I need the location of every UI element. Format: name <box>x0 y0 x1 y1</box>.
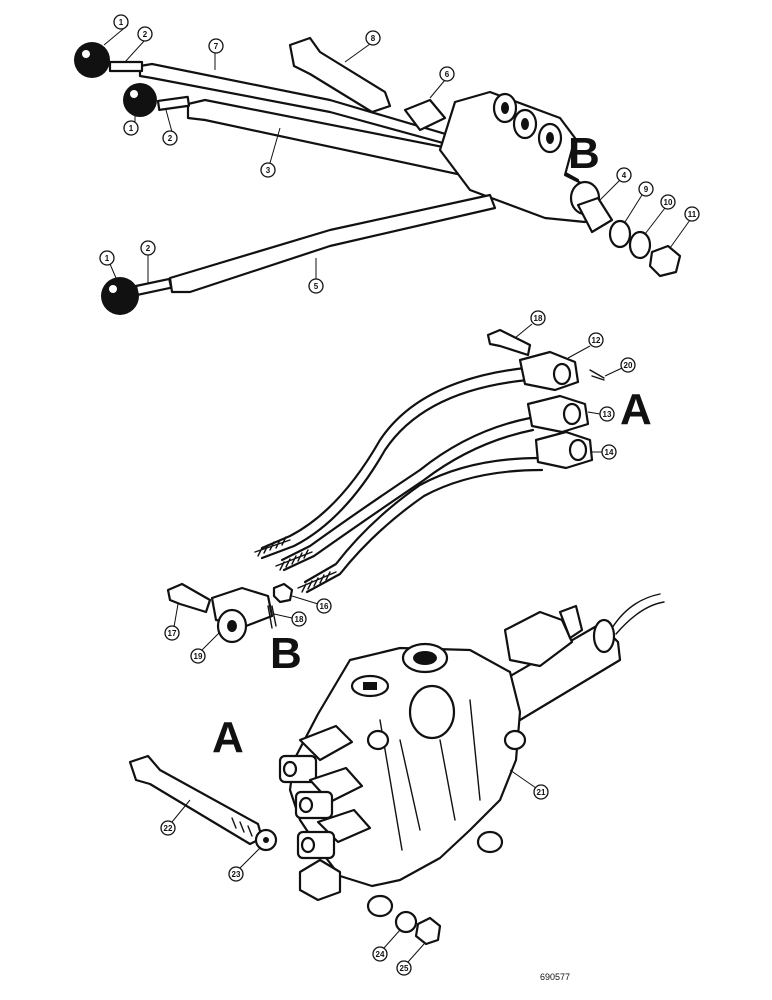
mounting-ear-right-upper <box>503 729 527 751</box>
callout-6: 6 <box>445 70 450 79</box>
stud-2-middle <box>156 95 191 112</box>
callouts-valve: 21 22 23 24 25 A <box>160 713 549 976</box>
bolt-22 <box>128 754 264 846</box>
callout-3: 3 <box>266 166 271 175</box>
callout-9: 9 <box>644 185 649 194</box>
callout-1b: 1 <box>129 124 134 133</box>
bolt-17 <box>166 582 212 614</box>
washer-24 <box>394 910 418 934</box>
callout-19: 19 <box>194 652 203 661</box>
wire-lead-2 <box>615 601 665 635</box>
bolt-8 <box>288 36 392 114</box>
washer-10 <box>628 230 652 260</box>
callout-2a: 2 <box>143 30 148 39</box>
callouts-top: 1 2 7 8 6 1 2 3 4 9 10 11 <box>99 14 700 294</box>
callout-7: 7 <box>214 42 219 51</box>
callout-14: 14 <box>605 448 614 457</box>
wire-lead-1 <box>611 593 661 629</box>
callout-2c: 2 <box>146 244 151 253</box>
section-letter-a-valve: A <box>212 713 244 762</box>
callout-1c: 1 <box>105 254 110 263</box>
mounting-ear-bottom <box>366 894 394 918</box>
callout-22: 22 <box>164 824 173 833</box>
callout-23: 23 <box>232 870 241 879</box>
lever-assembly <box>74 36 682 315</box>
spool-end-upper <box>278 724 354 784</box>
solenoid-fitting <box>503 610 574 668</box>
callout-8: 8 <box>371 34 376 43</box>
cotter-pin-18 <box>267 605 277 629</box>
callout-1a: 1 <box>119 18 124 27</box>
clevis-group-b <box>166 582 294 644</box>
callout-10: 10 <box>664 198 673 207</box>
spacer-6 <box>403 98 447 132</box>
spool-end-lower <box>296 808 372 860</box>
callout-21: 21 <box>537 788 546 797</box>
callout-17: 17 <box>168 629 177 638</box>
bolt-18-upper <box>486 328 532 357</box>
callout-2b: 2 <box>168 134 173 143</box>
stud-2-upper <box>108 60 144 73</box>
callout-13: 13 <box>603 410 612 419</box>
control-valve <box>128 593 665 946</box>
callouts-middle: 18 12 20 13 14 A <box>514 310 652 460</box>
bushing-4 <box>576 196 614 234</box>
callout-18b: 18 <box>295 615 304 624</box>
callout-5: 5 <box>314 282 319 291</box>
nut-25 <box>414 916 442 946</box>
callout-16: 16 <box>320 602 329 611</box>
nut-16 <box>272 582 294 604</box>
callouts-clevis-b: 17 19 18 16 B <box>164 595 332 678</box>
side-boss <box>408 684 456 740</box>
lever-5 <box>168 193 497 294</box>
callout-4: 4 <box>622 171 627 180</box>
mounting-ear-right <box>476 830 504 854</box>
nut-11 <box>648 244 682 278</box>
callout-11: 11 <box>688 210 697 219</box>
bottom-fitting <box>298 858 342 902</box>
mounting-ear-upper <box>366 729 390 751</box>
knob-1-lower <box>101 277 139 315</box>
spool-end-middle <box>294 766 364 820</box>
solenoid-cap <box>592 618 616 654</box>
cotter-pin-20 <box>589 369 605 381</box>
callout-25: 25 <box>400 964 409 973</box>
washer-9 <box>608 219 632 249</box>
knob-1-upper <box>74 42 110 78</box>
rod-assembly <box>254 328 605 594</box>
callout-12: 12 <box>592 336 601 345</box>
callout-20: 20 <box>624 361 633 370</box>
callout-24: 24 <box>376 950 385 959</box>
section-letter-b-top: B <box>568 129 600 178</box>
drawing-number: 690577 <box>540 972 570 982</box>
callout-18a: 18 <box>534 314 543 323</box>
section-letter-b-clevis: B <box>270 629 302 678</box>
knob-1-middle <box>123 83 157 117</box>
section-letter-a-mid: A <box>620 385 652 434</box>
stud-2-lower <box>134 277 173 296</box>
